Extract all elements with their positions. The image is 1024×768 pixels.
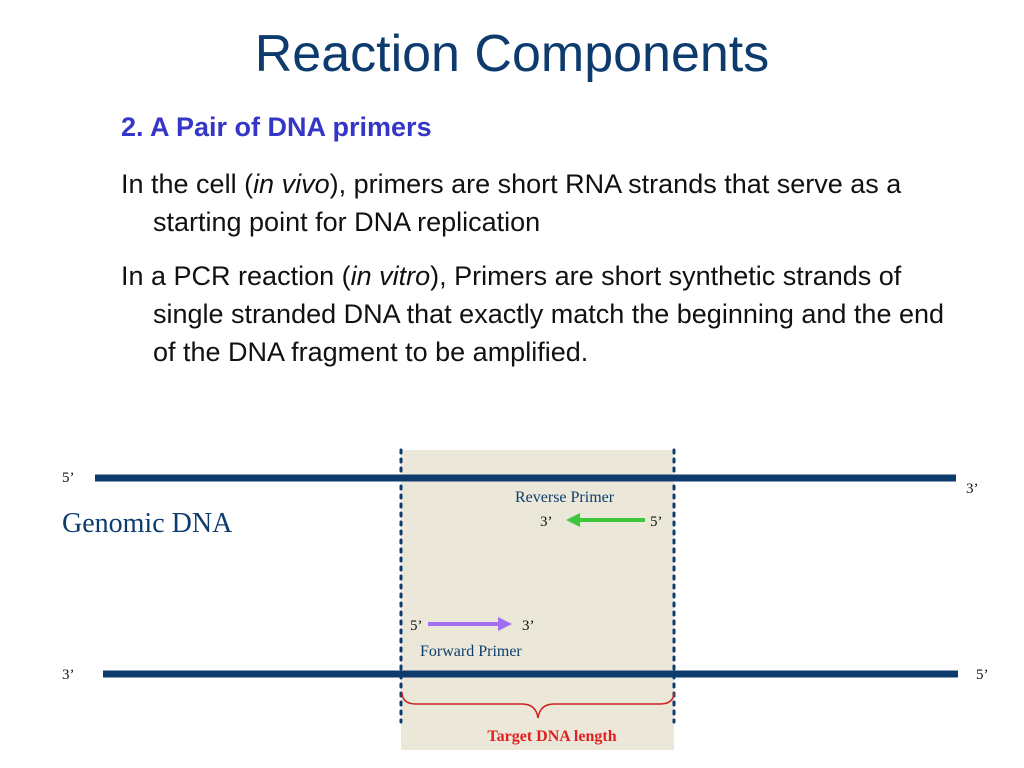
para2-italic: in vitro bbox=[350, 261, 431, 291]
para2-before: In a PCR reaction ( bbox=[121, 261, 351, 291]
section-heading: 2. A Pair of DNA primers bbox=[121, 112, 432, 142]
bottom-strand-left-end: 3’ bbox=[62, 667, 75, 683]
reverse-primer-label: Reverse Primer bbox=[515, 489, 615, 506]
para1-before: In the cell ( bbox=[121, 169, 254, 199]
forward-primer-arrowhead bbox=[498, 617, 512, 631]
target-dna-length-label: Target DNA length bbox=[487, 728, 616, 745]
slide-title: Reaction Components bbox=[254, 25, 770, 83]
para2-after: ), Primers are short synthetic strands o… bbox=[153, 261, 945, 367]
genomic-dna-label: Genomic DNA bbox=[62, 508, 233, 539]
paragraph-in-vivo: In the cell (in vivo), primers are short… bbox=[121, 165, 953, 241]
para1-italic: in vivo bbox=[253, 169, 330, 199]
paragraph-in-vitro: In a PCR reaction (in vitro), Primers ar… bbox=[121, 257, 953, 371]
forward-primer-label: Forward Primer bbox=[420, 643, 522, 660]
bottom-strand-right-end: 5’ bbox=[976, 667, 989, 683]
reverse-primer-3prime: 3’ bbox=[540, 514, 553, 530]
top-strand-right-end: 3’ bbox=[966, 481, 979, 497]
target-region bbox=[401, 450, 674, 750]
reverse-primer-5prime: 5’ bbox=[650, 514, 663, 530]
para1-after: ), primers are short RNA strands that se… bbox=[153, 169, 902, 237]
reverse-primer-arrowhead bbox=[566, 513, 580, 527]
top-strand-left-end: 5’ bbox=[62, 470, 75, 486]
forward-primer-3prime: 3’ bbox=[522, 618, 535, 634]
target-length-bracket bbox=[401, 691, 675, 719]
pcr-primer-diagram: 5’ 3’ Genomic DNA Reverse Primer 3’ 5’ 5… bbox=[62, 448, 989, 750]
forward-primer-5prime: 5’ bbox=[410, 618, 423, 634]
